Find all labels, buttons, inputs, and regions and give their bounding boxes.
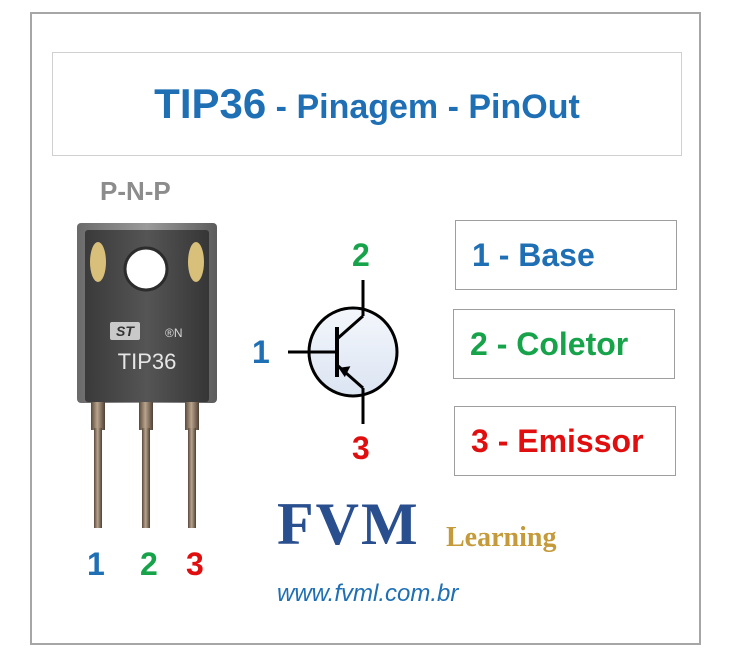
- pin-1-lead: [94, 428, 102, 528]
- pin-3-lead: [188, 428, 196, 528]
- mounting-hole: [123, 246, 169, 292]
- pin-3-shoulder: [185, 402, 199, 430]
- page-title: TIP36 - Pinagem - PinOut: [154, 80, 580, 128]
- pnp-transistor-symbol: [288, 280, 399, 424]
- symbol-pin-collector-number: 2: [352, 237, 370, 273]
- collector-diagonal: [336, 314, 364, 341]
- package-pin-3-number: 3: [186, 546, 204, 582]
- package-marking: TIP36: [118, 349, 177, 374]
- package-side-notch-left: [90, 242, 106, 282]
- title-subtitle: - Pinagem - PinOut: [266, 88, 580, 126]
- pin-2-lead: [142, 428, 150, 528]
- fvm-logo-subtitle: Learning: [446, 522, 557, 553]
- legend-collector: 2 - Coletor: [453, 309, 675, 379]
- website-url: www.fvml.com.br: [277, 580, 459, 607]
- pin-1-shoulder: [91, 402, 105, 430]
- package-body: [85, 230, 209, 402]
- brand-mark: ST: [116, 323, 135, 339]
- transistor-package: ST ®N TIP36: [77, 223, 217, 528]
- title-box: TIP36 - Pinagem - PinOut: [52, 52, 682, 156]
- legend-base: 1 - Base: [455, 220, 677, 290]
- package-pin-2-number: 2: [140, 546, 158, 582]
- symbol-pin-emitter-number: 3: [352, 430, 370, 466]
- polarity-label: P-N-P: [100, 176, 171, 206]
- st-logo-icon: ST: [110, 322, 140, 340]
- package-pin-1-number: 1: [87, 546, 105, 582]
- pin-2-shoulder: [139, 402, 153, 430]
- certification-mark: ®N: [165, 326, 183, 340]
- fvm-logo: FVM: [277, 491, 420, 557]
- symbol-pin-base-number: 1: [252, 334, 270, 370]
- package-side-notch-right: [188, 242, 204, 282]
- legend-emitter: 3 - Emissor: [454, 406, 676, 476]
- emitter-arrow-icon: [338, 366, 351, 378]
- title-part-number: TIP36: [154, 80, 267, 127]
